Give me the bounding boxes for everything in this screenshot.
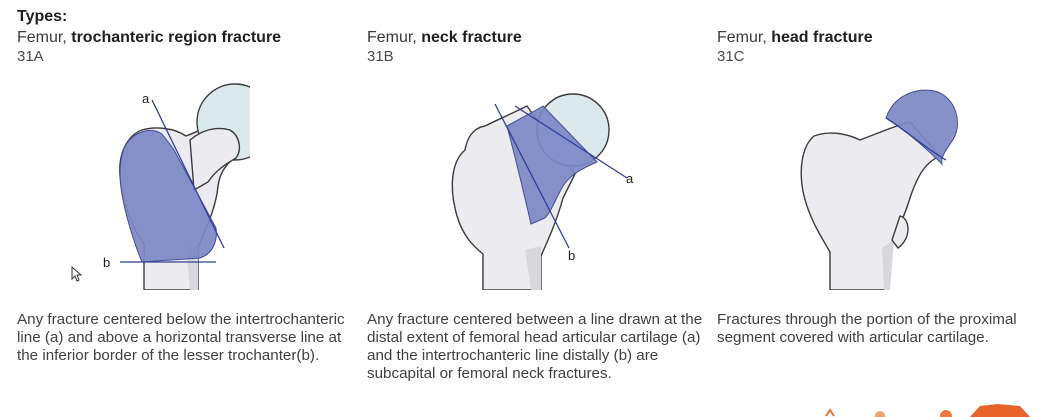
title-prefix: Femur, — [367, 29, 422, 46]
label-a: a — [142, 91, 150, 106]
code-31c: 31C — [717, 48, 745, 65]
label-b: b — [568, 248, 575, 263]
description-31c: Fractures through the portion of the pro… — [717, 311, 1017, 346]
line-a — [151, 99, 225, 249]
femur-31b-illustration: a b — [451, 93, 634, 290]
title-bold: trochanteric region fracture — [71, 29, 282, 46]
column-31c-heading: Femur, head fracture 31C — [717, 29, 1046, 66]
column-31a-heading: Femur, trochanteric region fracture 31A — [17, 29, 357, 66]
lesser-trochanter — [891, 215, 909, 249]
label-b: b — [103, 255, 110, 270]
femur-31c-illustration — [800, 89, 958, 290]
types-heading: Types: — [17, 8, 68, 25]
femur-shaft — [800, 121, 942, 290]
description-31a: Any fracture centered below the intertro… — [17, 311, 345, 364]
column-31b-heading: Femur, neck fracture 31B — [367, 29, 707, 66]
femoral-neck — [189, 127, 241, 192]
code-31a: 31A — [17, 48, 44, 65]
femur-31a-illustration: a b — [103, 83, 250, 290]
title-31c: Femur, head fracture — [717, 29, 1046, 47]
code-31b: 31B — [367, 48, 394, 65]
fracture-region-highlight — [885, 89, 958, 166]
line-a — [514, 105, 628, 179]
partial-logo-icon — [825, 404, 1030, 417]
title-prefix: Femur, — [17, 29, 72, 46]
title-bold: neck fracture — [421, 29, 522, 46]
label-a: a — [626, 171, 634, 186]
line-b — [494, 103, 570, 249]
fracture-edge — [885, 117, 947, 161]
title-31b: Femur, neck fracture — [367, 29, 707, 47]
title-prefix: Femur, — [717, 29, 772, 46]
fracture-region-highlight — [506, 105, 598, 225]
mouse-cursor-icon — [71, 266, 83, 282]
title-bold: head fracture — [771, 29, 873, 46]
fracture-region-highlight — [119, 130, 217, 263]
title-31a: Femur, trochanteric region fracture — [17, 29, 357, 47]
description-31b: Any fracture centered between a line dra… — [367, 311, 703, 382]
